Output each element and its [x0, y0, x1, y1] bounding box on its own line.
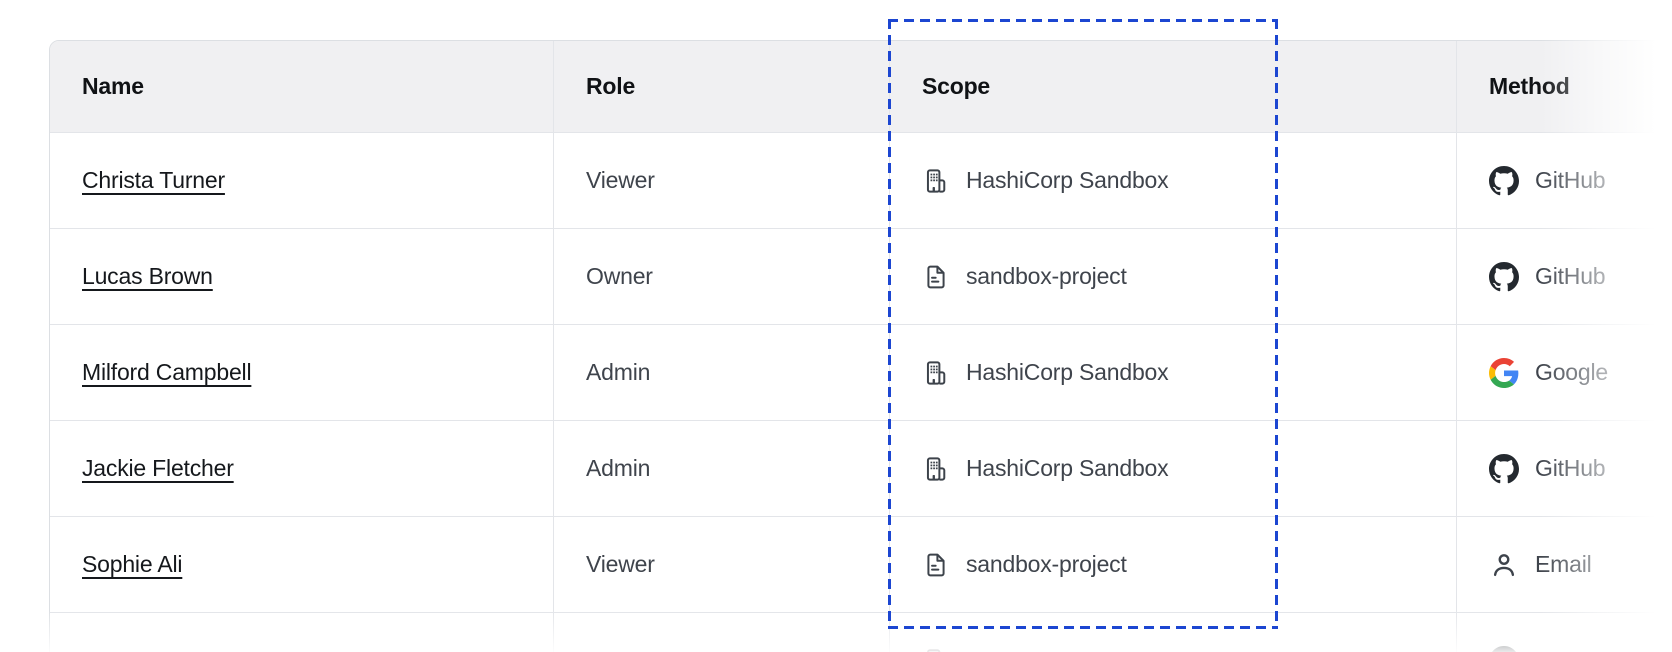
scope-cell: [890, 613, 1457, 652]
org-building-icon: [922, 455, 950, 483]
role-value: Viewer: [586, 167, 655, 193]
method-cell: [1457, 613, 1672, 652]
role-cell: [554, 613, 890, 652]
scope-value: HashiCorp Sandbox: [966, 455, 1169, 481]
scope-cell: HashiCorp Sandbox: [890, 133, 1457, 229]
github-icon: [1489, 453, 1519, 484]
role-value: Admin: [586, 455, 651, 481]
scope-cell: HashiCorp Sandbox: [890, 325, 1457, 421]
method-cell: GitHub: [1457, 421, 1672, 517]
role-value: Admin: [586, 359, 651, 385]
scope-value: HashiCorp Sandbox: [966, 167, 1169, 193]
method-cell: Google: [1457, 325, 1672, 421]
org-building-icon: [922, 359, 950, 387]
github-icon: [1489, 261, 1519, 292]
scope-value: HashiCorp Sandbox: [966, 359, 1169, 385]
column-header-name: Name: [50, 41, 554, 133]
scope-value: sandbox-project: [966, 551, 1127, 577]
role-value: Viewer: [586, 551, 655, 577]
members-table-card: Name Role Scope Method Christa Turner Vi…: [49, 40, 1672, 652]
github-icon: [1489, 645, 1519, 652]
github-icon: [1489, 165, 1519, 196]
method-cell: Email: [1457, 517, 1672, 613]
member-name-link[interactable]: Milford Campbell: [82, 359, 252, 385]
name-cell: Christa Turner: [50, 133, 554, 229]
scope-cell: sandbox-project: [890, 517, 1457, 613]
document-icon: [922, 263, 950, 291]
column-header-scope: Scope: [890, 41, 1457, 133]
org-building-icon: [922, 167, 950, 195]
method-value: Google: [1535, 359, 1608, 385]
name-cell: Jackie Fletcher: [50, 421, 554, 517]
member-name-link[interactable]: Lucas Brown: [82, 263, 213, 289]
name-cell: Sophie Ali: [50, 517, 554, 613]
name-cell: Milford Campbell: [50, 325, 554, 421]
role-cell: Viewer: [554, 133, 890, 229]
method-value: GitHub: [1535, 167, 1606, 193]
person-icon: [1489, 550, 1519, 580]
role-cell: Admin: [554, 421, 890, 517]
org-building-icon: [922, 647, 950, 652]
method-cell: GitHub: [1457, 229, 1672, 325]
member-name-link[interactable]: Sophie Ali: [82, 551, 183, 577]
column-header-method: Method: [1457, 41, 1672, 133]
role-cell: Admin: [554, 325, 890, 421]
scope-cell: sandbox-project: [890, 229, 1457, 325]
member-name-link[interactable]: Christa Turner: [82, 167, 225, 193]
google-icon: [1489, 357, 1519, 388]
role-cell: Owner: [554, 229, 890, 325]
method-cell: GitHub: [1457, 133, 1672, 229]
method-value: GitHub: [1535, 455, 1606, 481]
column-header-role: Role: [554, 41, 890, 133]
scope-cell: HashiCorp Sandbox: [890, 421, 1457, 517]
role-value: Owner: [586, 263, 653, 289]
document-icon: [922, 551, 950, 579]
member-name-link[interactable]: Jackie Fletcher: [82, 455, 234, 481]
method-value: Email: [1535, 551, 1592, 577]
scope-value: sandbox-project: [966, 263, 1127, 289]
role-cell: Viewer: [554, 517, 890, 613]
name-cell: [50, 613, 554, 652]
members-table: Name Role Scope Method Christa Turner Vi…: [50, 41, 1672, 652]
name-cell: Lucas Brown: [50, 229, 554, 325]
method-value: GitHub: [1535, 263, 1606, 289]
